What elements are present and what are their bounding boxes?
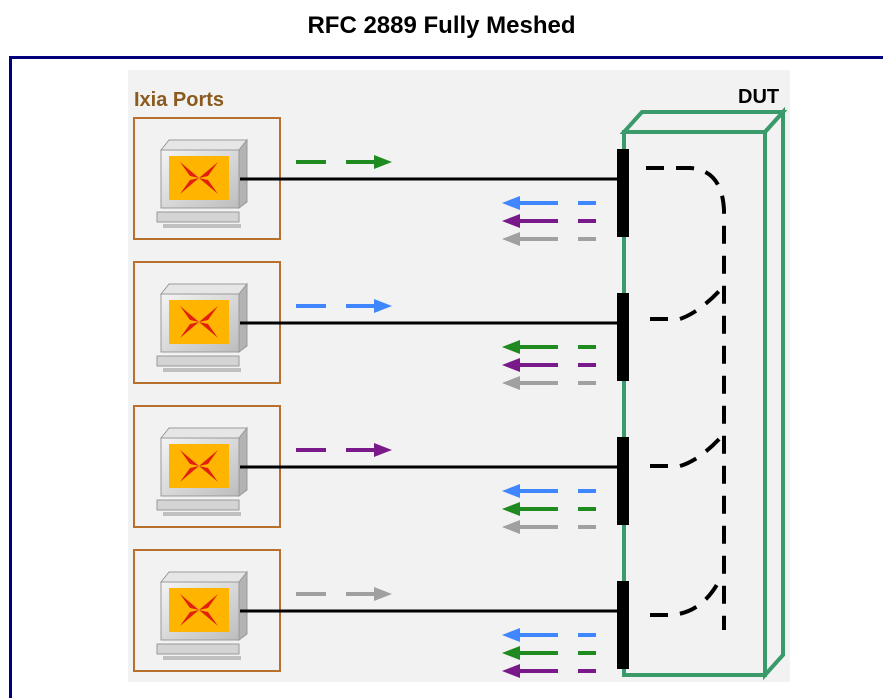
dut-connector [617,149,629,237]
computer-icon [156,570,249,660]
monitor-top [159,571,249,583]
monitor-base [156,355,240,367]
keyboard [163,512,241,516]
monitor-top [159,283,249,295]
outbound-arrowhead [374,443,392,457]
monitor-screen [169,156,229,200]
inbound-arrowhead [502,232,520,246]
monitor-side [238,282,248,353]
keyboard [163,368,241,372]
monitor-base [156,643,240,655]
port-2-row [133,261,629,390]
diagram-frame [9,56,883,698]
inbound-arrowhead [502,196,520,210]
monitor-side [238,426,248,497]
keyboard [163,656,241,660]
outbound-arrowhead [374,155,392,169]
ixia-ports-label: Ixia Ports [134,89,224,111]
page-title: RFC 2889 Fully Meshed [307,12,576,39]
ixia-logo-icon [180,594,218,626]
inbound-arrowhead [502,376,520,390]
inbound-arrowhead [502,520,520,534]
inbound-arrowhead [502,484,520,498]
inbound-arrowhead [502,340,520,354]
monitor-screen [169,444,229,488]
inbound-arrowhead [502,664,520,678]
outbound-arrowhead [374,299,392,313]
monitor-screen [169,300,229,344]
port-3-row [133,405,629,534]
computer-icon [156,282,249,372]
keyboard [163,224,241,228]
monitor-base [156,211,240,223]
inbound-arrowhead [502,646,520,660]
ixia-logo-icon [180,162,218,194]
ixia-logo-icon [180,450,218,482]
dut-connector [617,581,629,669]
inbound-arrowhead [502,214,520,228]
inbound-arrowhead [502,358,520,372]
port-4-row [133,549,629,678]
monitor-screen [169,588,229,632]
computer-icon [156,426,249,516]
outbound-arrowhead [374,587,392,601]
port-1-row [133,117,629,246]
monitor-top [159,139,249,151]
internal-mesh-paths [646,166,726,630]
inbound-arrowhead [502,628,520,642]
monitor-top [159,427,249,439]
dut-connector [617,293,629,381]
monitor-base [156,499,240,511]
inbound-arrowhead [502,502,520,516]
computer-icon [156,138,249,228]
dut-connector [617,437,629,525]
monitor-side [238,138,248,209]
dut-box [619,106,788,681]
ixia-logo-icon [180,306,218,338]
dut-label: DUT [738,86,779,108]
monitor-side [238,570,248,641]
